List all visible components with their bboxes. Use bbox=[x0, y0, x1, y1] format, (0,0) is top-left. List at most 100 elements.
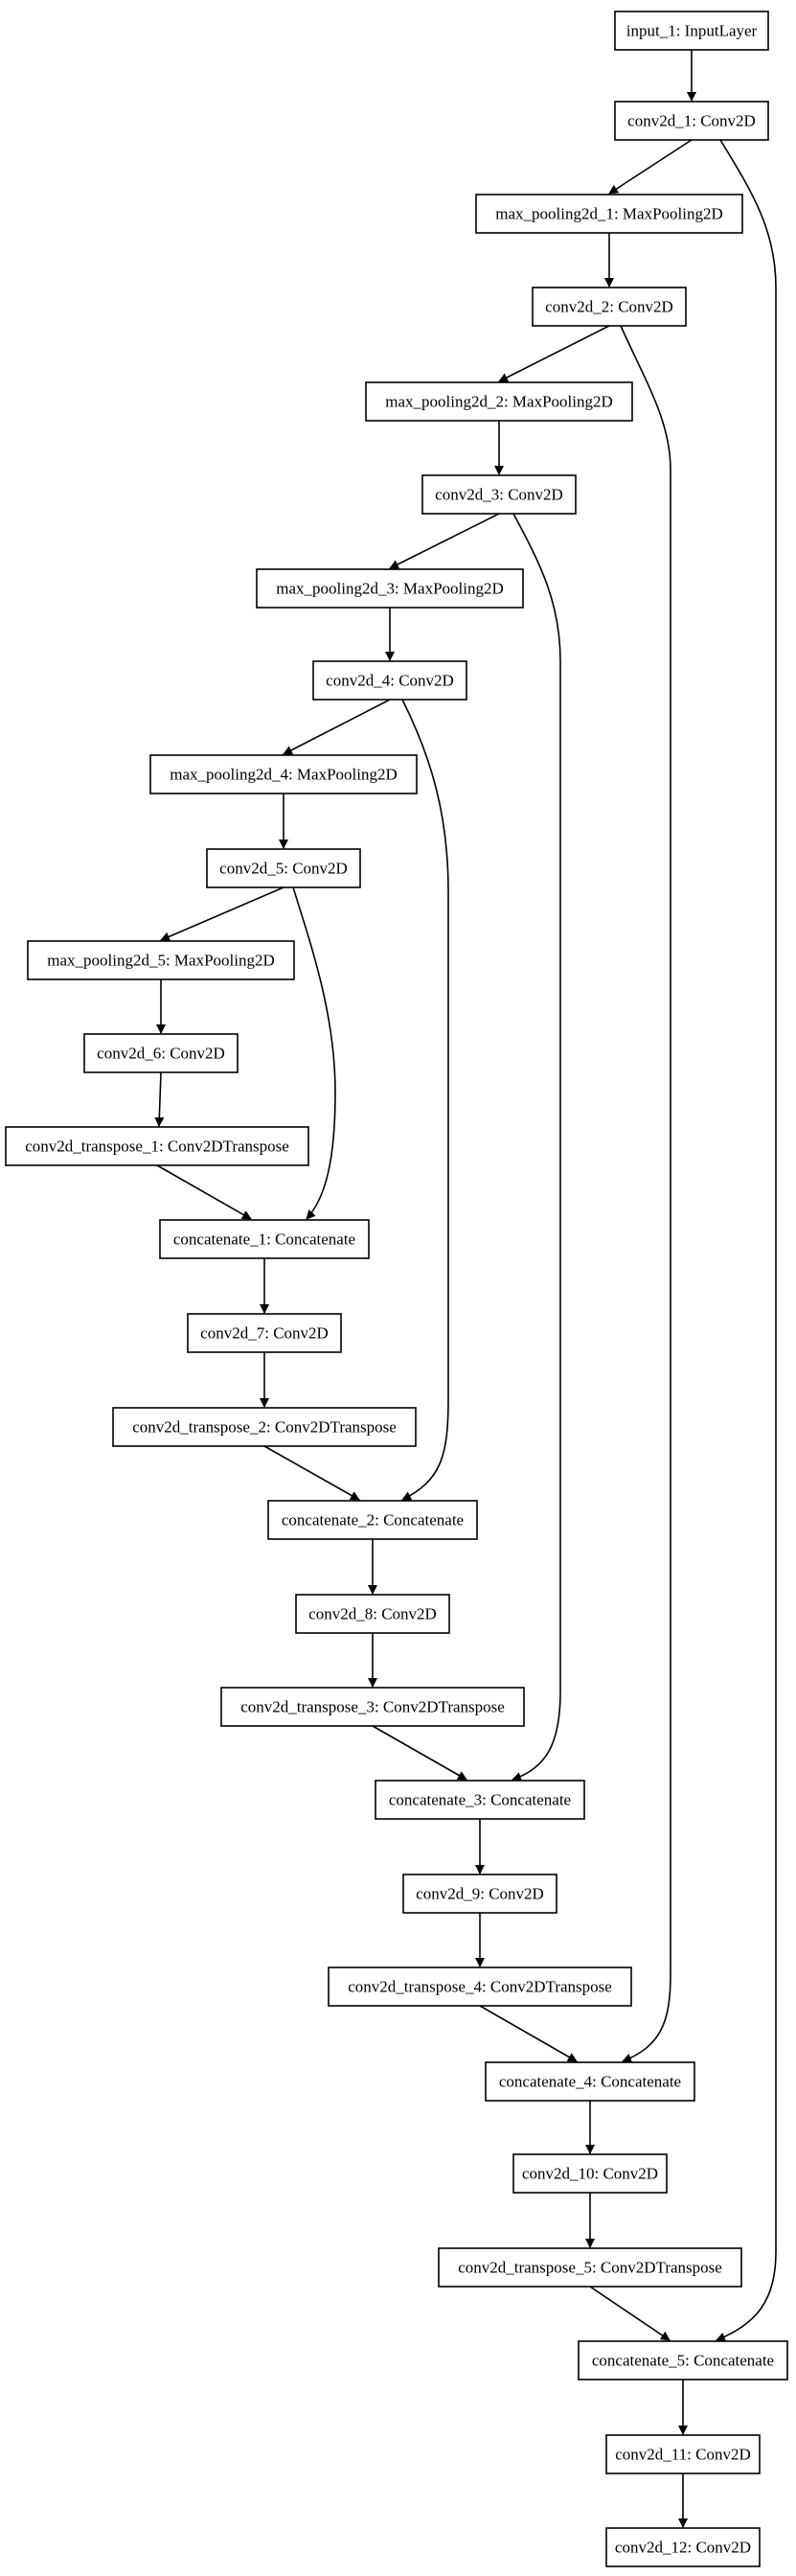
node-box bbox=[220, 1687, 525, 1727]
node-box bbox=[83, 1033, 239, 1073]
node-box bbox=[295, 1594, 450, 1634]
node-label: concatenate_2: Concatenate bbox=[282, 1511, 464, 1530]
node-conv2d-8: conv2d_8: Conv2D bbox=[295, 1594, 450, 1634]
node-label: max_pooling2d_3: MaxPooling2D bbox=[276, 580, 504, 598]
edge-conv2d_2-to-max_pooling2d_2 bbox=[498, 325, 610, 382]
edge-conv2d_3-to-concatenate_3 bbox=[512, 513, 561, 1782]
node-box bbox=[438, 2247, 742, 2288]
node-conv2d-10: conv2d_10: Conv2D bbox=[512, 2153, 668, 2194]
node-conv2d-2: conv2d_2: Conv2D bbox=[532, 287, 687, 327]
edge-conv2d_6-to-conv2d_transpose_1 bbox=[154, 1071, 165, 1127]
node-box bbox=[267, 1500, 478, 1540]
node-conv2d-4: conv2d_4: Conv2D bbox=[312, 660, 467, 701]
node-max-pooling2d-2: max_pooling2d_2: MaxPooling2D bbox=[365, 381, 633, 422]
node-label: conv2d_transpose_1: Conv2DTranspose bbox=[25, 1138, 289, 1156]
edge-conv2d_transpose_2-to-concatenate_2 bbox=[263, 1445, 360, 1501]
node-conv2d-11: conv2d_11: Conv2D bbox=[605, 2434, 761, 2474]
node-concatenate-2: concatenate_2: Concatenate bbox=[267, 1500, 478, 1540]
node-conv2d-transpose-3: conv2d_transpose_3: Conv2DTranspose bbox=[220, 1687, 525, 1727]
node-box bbox=[159, 1219, 370, 1259]
node-box bbox=[112, 1407, 417, 1447]
node-label: concatenate_3: Concatenate bbox=[389, 1791, 571, 1809]
node-label: max_pooling2d_1: MaxPooling2D bbox=[495, 205, 723, 223]
node-conv2d-9: conv2d_9: Conv2D bbox=[402, 1874, 557, 1914]
node-box bbox=[312, 660, 467, 701]
node-box bbox=[5, 1126, 309, 1166]
node-box bbox=[614, 11, 769, 51]
node-box bbox=[614, 101, 769, 141]
node-label: conv2d_transpose_3: Conv2DTranspose bbox=[240, 1698, 505, 1716]
node-label: conv2d_2: Conv2D bbox=[545, 298, 673, 316]
node-box bbox=[149, 754, 418, 794]
node-label: conv2d_9: Conv2D bbox=[416, 1885, 544, 1903]
node-label: conv2d_transpose_2: Conv2DTranspose bbox=[132, 1418, 397, 1437]
edge-conv2d_4-to-concatenate_2 bbox=[401, 699, 449, 1501]
node-box bbox=[206, 848, 361, 888]
node-conv2d-3: conv2d_3: Conv2D bbox=[421, 474, 577, 515]
node-conv2d-transpose-2: conv2d_transpose_2: Conv2DTranspose bbox=[112, 1407, 417, 1447]
node-concatenate-1: concatenate_1: Concatenate bbox=[159, 1219, 370, 1259]
node-label: conv2d_10: Conv2D bbox=[522, 2165, 658, 2183]
node-conv2d-6: conv2d_6: Conv2D bbox=[83, 1033, 239, 1073]
edge-conv2d_2-to-concatenate_4 bbox=[620, 325, 671, 2063]
node-box bbox=[328, 1966, 632, 2007]
node-box bbox=[605, 2434, 761, 2474]
node-box bbox=[475, 194, 743, 234]
node-max-pooling2d-1: max_pooling2d_1: MaxPooling2D bbox=[475, 194, 743, 234]
node-box bbox=[421, 474, 577, 515]
edge-conv2d_4-to-max_pooling2d_4 bbox=[283, 699, 391, 755]
node-label: conv2d_3: Conv2D bbox=[435, 486, 563, 504]
node-label: conv2d_8: Conv2D bbox=[308, 1605, 437, 1623]
node-input-1: input_1: InputLayer bbox=[614, 11, 769, 51]
edge-conv2d_transpose_4-to-concatenate_4 bbox=[479, 2005, 578, 2062]
node-concatenate-5: concatenate_5: Concatenate bbox=[578, 2340, 788, 2380]
node-box bbox=[27, 940, 295, 980]
node-label: max_pooling2d_5: MaxPooling2D bbox=[47, 952, 275, 970]
node-box bbox=[605, 2527, 761, 2567]
node-label: concatenate_1: Concatenate bbox=[173, 1230, 355, 1249]
node-box bbox=[256, 568, 524, 609]
node-label: concatenate_5: Concatenate bbox=[592, 2352, 774, 2370]
node-concatenate-3: concatenate_3: Concatenate bbox=[375, 1780, 585, 1820]
node-label: conv2d_5: Conv2D bbox=[219, 860, 348, 878]
node-box bbox=[375, 1780, 585, 1820]
edge-conv2d_transpose_1-to-concatenate_1 bbox=[156, 1164, 252, 1220]
node-label: conv2d_7: Conv2D bbox=[200, 1324, 329, 1343]
node-box bbox=[485, 2061, 695, 2102]
node-conv2d-1: conv2d_1: Conv2D bbox=[614, 101, 769, 141]
node-label: conv2d_transpose_4: Conv2DTranspose bbox=[348, 1978, 612, 1996]
node-label: conv2d_12: Conv2D bbox=[615, 2539, 751, 2557]
edge-conv2d_transpose_3-to-concatenate_3 bbox=[372, 1725, 467, 1781]
node-box bbox=[402, 1874, 557, 1914]
node-label: conv2d_transpose_5: Conv2DTranspose bbox=[458, 2259, 722, 2277]
node-box bbox=[532, 287, 687, 327]
nodes-layer: input_1: InputLayer conv2d_1: Conv2D max_p… bbox=[5, 11, 788, 2567]
node-concatenate-4: concatenate_4: Concatenate bbox=[485, 2061, 695, 2102]
edge-conv2d_5-to-concatenate_1 bbox=[292, 886, 336, 1220]
edges-layer bbox=[154, 50, 777, 2528]
node-box bbox=[578, 2340, 788, 2380]
edge-conv2d_1-to-concatenate_5 bbox=[716, 139, 777, 2342]
node-conv2d-5: conv2d_5: Conv2D bbox=[206, 848, 361, 888]
node-label: input_1: InputLayer bbox=[626, 22, 758, 40]
node-label: conv2d_4: Conv2D bbox=[326, 672, 454, 690]
node-conv2d-7: conv2d_7: Conv2D bbox=[187, 1313, 342, 1353]
node-label: max_pooling2d_4: MaxPooling2D bbox=[170, 766, 398, 784]
node-box bbox=[187, 1313, 342, 1353]
edge-conv2d_3-to-max_pooling2d_3 bbox=[389, 513, 500, 569]
edge-conv2d_5-to-max_pooling2d_5 bbox=[160, 886, 284, 942]
node-label: conv2d_1: Conv2D bbox=[627, 112, 756, 130]
edge-conv2d_transpose_5-to-concatenate_5 bbox=[589, 2286, 671, 2341]
node-max-pooling2d-4: max_pooling2d_4: MaxPooling2D bbox=[149, 754, 418, 794]
node-conv2d-transpose-1: conv2d_transpose_1: Conv2DTranspose bbox=[5, 1126, 309, 1166]
node-box bbox=[365, 381, 633, 422]
node-label: conv2d_6: Conv2D bbox=[97, 1045, 225, 1063]
node-conv2d-transpose-4: conv2d_transpose_4: Conv2DTranspose bbox=[328, 1966, 632, 2007]
node-max-pooling2d-3: max_pooling2d_3: MaxPooling2D bbox=[256, 568, 524, 609]
node-label: max_pooling2d_2: MaxPooling2D bbox=[385, 393, 613, 411]
node-max-pooling2d-5: max_pooling2d_5: MaxPooling2D bbox=[27, 940, 295, 980]
node-label: concatenate_4: Concatenate bbox=[499, 2073, 681, 2091]
edge-conv2d_1-to-max_pooling2d_1 bbox=[608, 139, 693, 195]
node-label: conv2d_11: Conv2D bbox=[615, 2446, 751, 2464]
